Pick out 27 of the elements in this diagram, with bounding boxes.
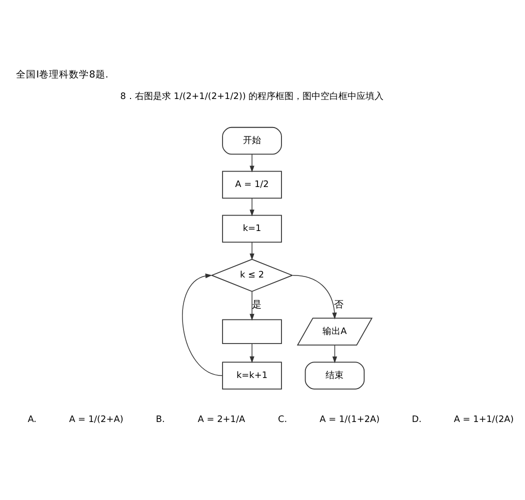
arrow bbox=[249, 154, 254, 172]
label: A = 2+1/A bbox=[197, 414, 245, 425]
node-box: 开始 bbox=[222, 126, 282, 155]
arrow bbox=[292, 274, 336, 320]
label: D. bbox=[411, 414, 422, 425]
label: A = 1/(1+2A) bbox=[319, 414, 380, 425]
arrow bbox=[249, 198, 254, 216]
node-box: A = 1/2 bbox=[222, 170, 282, 199]
label: A = 1/(2+A) bbox=[68, 414, 123, 425]
arrow bbox=[249, 343, 254, 364]
label: A = 1+1/(2A) bbox=[453, 414, 514, 425]
node-box: k=1 bbox=[222, 214, 282, 243]
node-box: 结束 bbox=[304, 362, 364, 390]
diagram-title: 全国I卷理科数学8题. bbox=[16, 70, 108, 81]
arrow bbox=[249, 242, 254, 260]
edge-label: 是 bbox=[251, 299, 262, 310]
label: 8．右图是求 1/(2+1/(2+1/2)) 的程序框图，图中空白框中应填入 bbox=[120, 92, 384, 102]
label: C. bbox=[278, 414, 287, 425]
node-diamond: k ≤ 2 bbox=[210, 258, 293, 292]
label: A. bbox=[27, 414, 36, 425]
node-box bbox=[222, 319, 282, 344]
label: B. bbox=[155, 414, 164, 425]
node-box: k=k+1 bbox=[222, 362, 282, 390]
arrow bbox=[332, 344, 337, 364]
arrow bbox=[249, 291, 254, 321]
edge-label: 否 bbox=[333, 299, 344, 310]
arrow bbox=[182, 274, 222, 376]
